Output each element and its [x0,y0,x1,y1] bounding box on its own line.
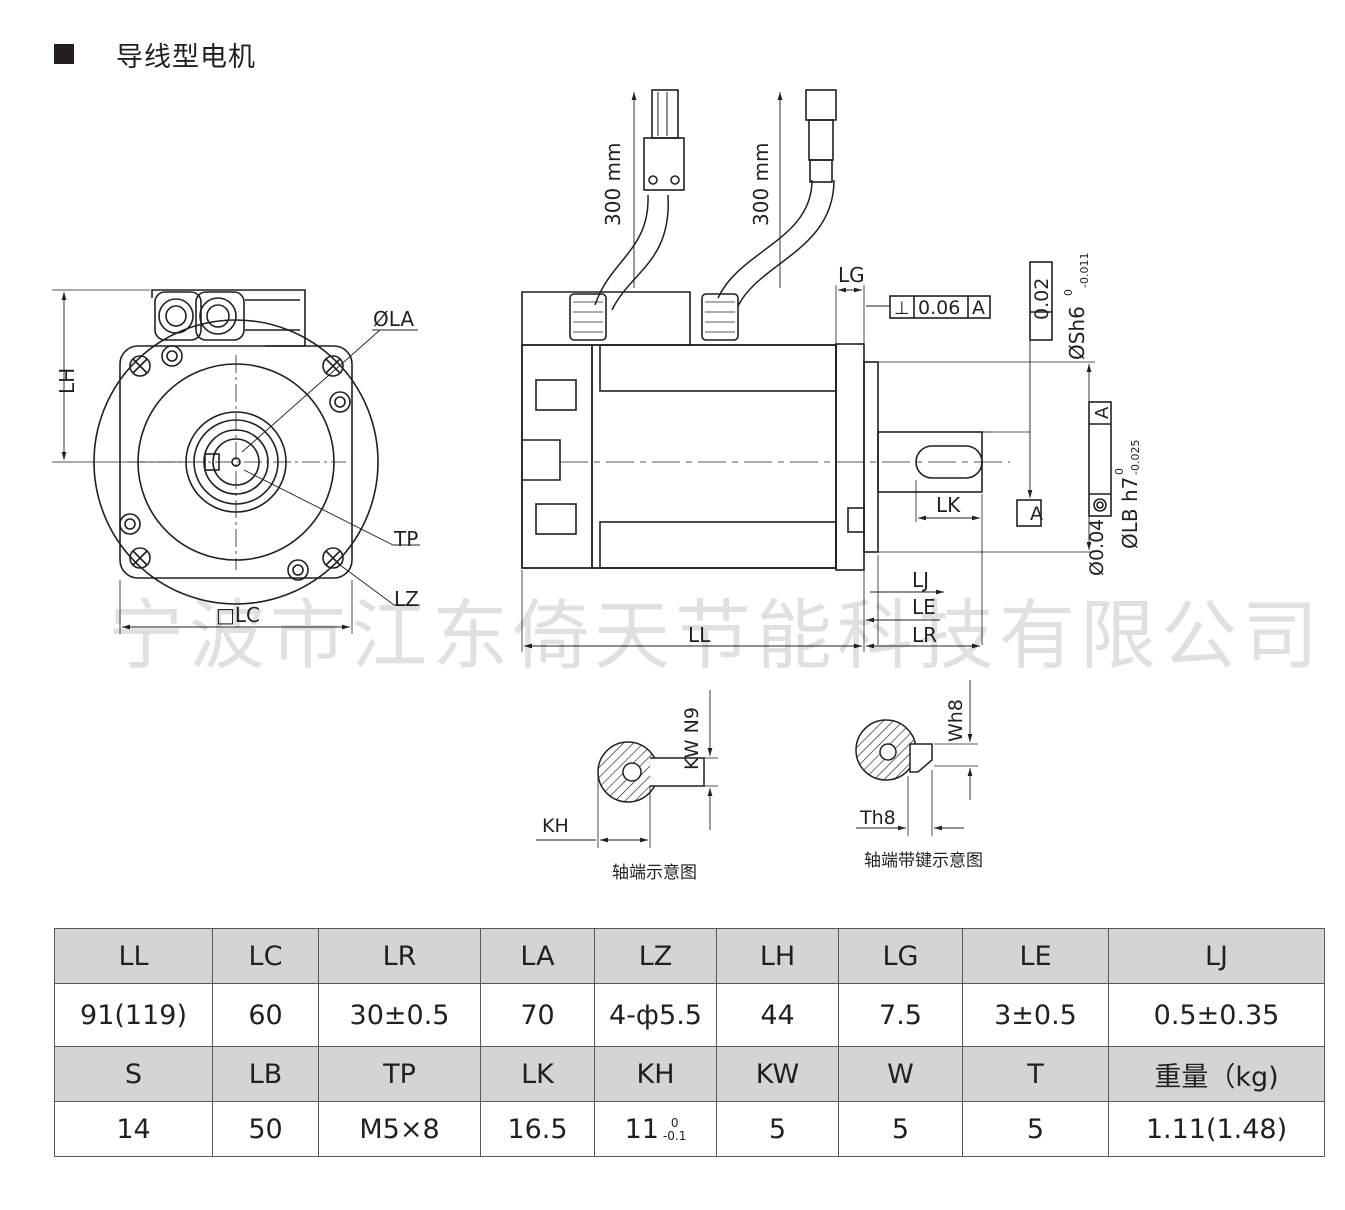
value-cell: 5 [716,1101,839,1157]
lbh7-lower-tol: -0.025 [1129,440,1142,475]
header-cell: LA [480,928,595,984]
runout-tolerance-value: 0.02 [1031,278,1053,320]
lbh7-callout: ØLB h7 0 -0.025 [1113,440,1142,549]
value-cell: 7.5 [838,983,963,1047]
header-cell: 重量（kg) [1108,1046,1325,1102]
concentricity-datum-ref: A [1092,406,1113,419]
value-cell: 44 [716,983,839,1047]
value-cell: 50 [212,1101,319,1157]
motor-dimension-drawing: LH ØLA TP LZ □LC [52,89,1142,883]
header-cell: TP [318,1046,481,1102]
header-cell: W [838,1046,963,1102]
sh6-upper-tol: 0 [1062,289,1075,296]
spec-table: LL LC LR LA LZ LH LG LE LJ 91(119) 60 30… [54,928,1325,1157]
dim-lz-label: LZ [394,587,419,611]
sh6-label: ØSh6 [1065,306,1089,360]
header-cell: LB [212,1046,319,1102]
cable2-length-label: 300 mm [749,143,773,227]
bullet-square-icon [54,44,74,64]
wh8-label: Wh8 [945,699,967,742]
front-view [52,289,420,634]
header-cell: LR [318,928,481,984]
side-view [521,89,1112,652]
value-cell: 30±0.5 [318,983,481,1047]
section-header: 导线型电机 [54,34,256,74]
section-title: 导线型电机 [116,41,256,73]
kh-value: 11 [624,1113,659,1145]
value-cell: 0.5±0.35 [1108,983,1325,1047]
kh-tolerance: 0-0.1 [663,1117,686,1143]
value-cell: 1.11(1.48) [1108,1101,1325,1157]
value-cell: 5 [838,1101,963,1157]
kh-tol-lower: -0.1 [662,1129,687,1143]
perp-datum-ref: A [972,297,985,319]
kh-label: KH [542,815,569,837]
value-cell: M5×8 [318,1101,481,1157]
dim-ll-label: LL [688,623,711,647]
value-cell: 3±0.5 [962,983,1109,1047]
lbh7-upper-tol: 0 [1113,468,1126,475]
dim-lr-label: LR [912,623,937,647]
sh6-lower-tol: -0.011 [1078,253,1091,288]
keyed-shaft-end-view [855,680,978,836]
header-cell: KH [594,1046,717,1102]
sh6-callout: ØSh6 0 -0.011 [1062,253,1091,360]
shaft-end-caption: 轴端示意图 [612,863,697,883]
value-cell: 60 [212,983,319,1047]
header-cell: LH [716,928,839,984]
header-cell: LC [212,928,319,984]
shaft-end-view [536,690,718,848]
header-cell: LK [480,1046,595,1102]
value-cell: 5 [962,1101,1109,1157]
value-cell: 14 [54,1101,213,1157]
spec-header-row-2: S LB TP LK KH KW W T 重量（kg) [54,1046,1325,1102]
kh-tol-upper: 0 [670,1116,679,1130]
header-cell: LG [838,928,963,984]
value-cell: 16.5 [480,1101,595,1157]
keyed-shaft-end-caption: 轴端带键示意图 [864,851,983,871]
dim-lg-label: LG [838,263,865,287]
kwn9-label: KW N9 [681,707,703,770]
header-cell: T [962,1046,1109,1102]
cable1-length-label: 300 mm [601,143,625,227]
lbh7-label: ØLB h7 [1118,477,1142,549]
header-cell: LL [54,928,213,984]
datum-a-label: A [1030,503,1043,525]
header-cell: LE [962,928,1109,984]
spec-header-row-1: LL LC LR LA LZ LH LG LE LJ [54,928,1325,984]
header-cell: KW [716,1046,839,1102]
perp-tolerance-value: 0.06 [918,297,960,319]
dim-lh-label: LH [55,368,79,394]
th8-label: Th8 [859,807,896,829]
header-cell: LJ [1108,928,1325,984]
value-cell: 70 [480,983,595,1047]
dim-le-label: LE [912,595,936,619]
dim-la-label: ØLA [373,307,414,331]
value-cell: 91(119) [54,983,213,1047]
dim-lc-label: □LC [216,603,260,627]
value-cell: 4-ф5.5 [594,983,717,1047]
dim-lj-label: LJ [912,568,929,592]
perp-symbol: ⊥ [894,298,910,319]
header-cell: LZ [594,928,717,984]
concentricity-value: Ø0.04 [1086,519,1108,576]
spec-value-row-1: 91(119) 60 30±0.5 70 4-ф5.5 44 7.5 3±0.5… [54,983,1325,1047]
header-cell: S [54,1046,213,1102]
dim-tp-label: TP [393,527,418,551]
dim-lk-label: LK [936,493,961,517]
